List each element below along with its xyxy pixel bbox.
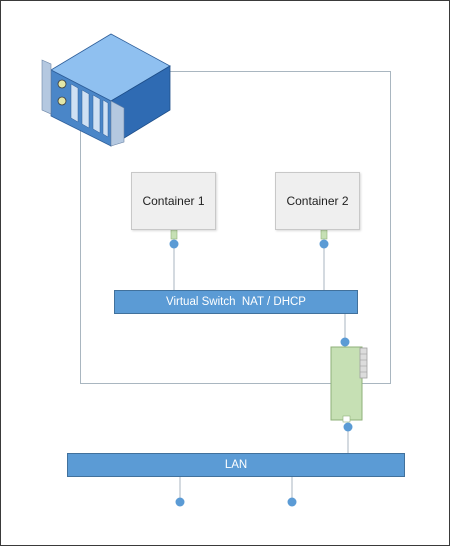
connector-dot [287, 497, 297, 507]
server-icon [41, 33, 171, 147]
virtual-switch-bar: Virtual Switch NAT / DHCP [114, 290, 358, 314]
virtual-switch-label: Virtual Switch NAT / DHCP [166, 296, 306, 308]
container-label: Container 2 [286, 194, 349, 208]
container-2-box: Container 2 [275, 172, 360, 230]
connector-dot [175, 497, 185, 507]
host-boundary [80, 71, 391, 384]
connector-dot [343, 422, 353, 432]
lan-bar: LAN [67, 453, 405, 477]
lan-label: LAN [224, 459, 248, 471]
container-1-box: Container 1 [131, 172, 216, 230]
container1-nic-tab [170, 229, 178, 240]
connector-dot [340, 337, 350, 347]
container-label: Container 1 [142, 194, 205, 208]
container2-nic-tab [320, 229, 328, 240]
network-card-icon [330, 346, 368, 423]
connector-dot [169, 239, 179, 249]
connector-dot [319, 239, 329, 249]
